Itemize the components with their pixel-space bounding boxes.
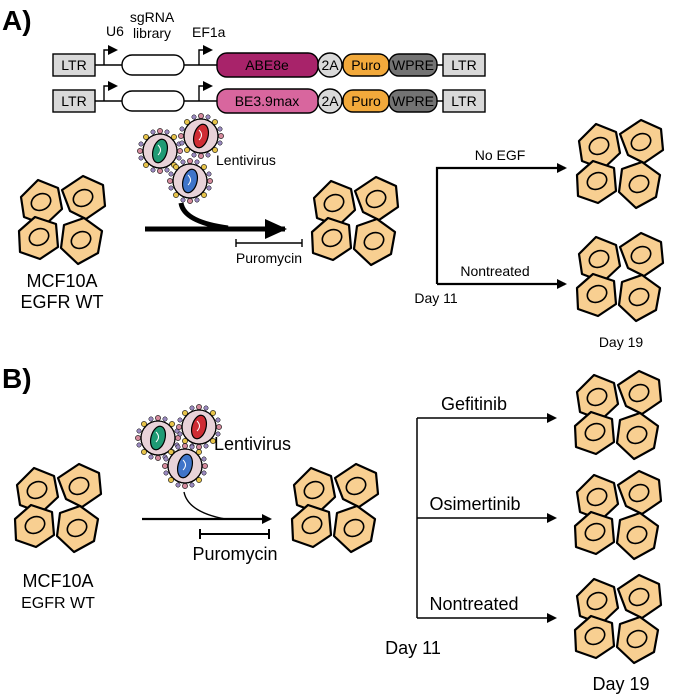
ltr-right-box — [442, 53, 486, 77]
ef1a-promoter-arrow-2 — [198, 81, 213, 101]
panel-b: B) Lentivirus MCF10A EGFR WT Puromycin G… — [2, 363, 663, 694]
construct1: LTR ABE8e 2A Puro WPRE LTR — [52, 52, 486, 78]
ltr-right-label: LTR — [451, 57, 476, 73]
cell-line-label-b-2: EGFR WT — [21, 595, 95, 612]
sgrna-cassette — [121, 54, 185, 76]
t2a-label-2: 2A — [321, 93, 339, 109]
construct2: LTR BE3.9max 2A Puro WPRE LTR — [52, 88, 486, 114]
sgrna-cassette-2 — [121, 90, 185, 112]
wpre-label: WPRE — [392, 57, 434, 73]
abe8e-label: ABE8e — [245, 57, 289, 73]
cell-cluster-end-gefitinib — [573, 369, 663, 461]
wpre-box-2 — [388, 89, 438, 113]
panel-a-label: A) — [2, 5, 32, 36]
branch-label-no-egf: No EGF — [475, 147, 526, 163]
branch-arrow-no-egf — [435, 163, 567, 284]
wpre-box — [388, 53, 438, 77]
day-end-label-b: Day 19 — [592, 674, 649, 694]
t2a-label: 2A — [321, 57, 339, 73]
cell-cluster-end-nontreated-a — [575, 231, 665, 323]
u6-promoter-arrow — [103, 45, 118, 65]
branch-label-nontreated-a: Nontreated — [460, 263, 529, 279]
t2a-circle-2 — [317, 88, 343, 114]
cell-cluster-end-osimertinib — [573, 469, 663, 561]
ltr-right-box-2 — [442, 89, 486, 113]
ltr-left-label-2: LTR — [61, 93, 86, 109]
puromycin-label-b: Puromycin — [192, 544, 277, 564]
ef1a-promoter-arrow — [198, 45, 213, 65]
cell-cluster-end-no-egf — [575, 118, 665, 210]
ltr-left-box-2 — [52, 89, 96, 113]
sgrna-label-line2: library — [133, 25, 171, 41]
day-end-label-a: Day 19 — [599, 334, 644, 350]
panel-a: A) U6 sgRNA library EF1a LTR ABE8e 2A Pu… — [2, 5, 665, 350]
day-start-label-b: Day 11 — [385, 638, 441, 658]
ltr-left-label: LTR — [61, 57, 86, 73]
lentivirus-particle-blue — [167, 158, 212, 203]
cell-line-label-a-1: MCF10A — [26, 271, 97, 291]
t2a-circle — [317, 52, 343, 78]
branch-label-osimertinib: Osimertinib — [429, 494, 520, 514]
cell-cluster-end-nontreated-b — [573, 573, 663, 665]
puro-label: Puro — [351, 57, 381, 73]
puromycin-label-a: Puromycin — [236, 250, 302, 266]
branch-label-nontreated-b: Nontreated — [429, 594, 518, 614]
virus-merge-curve-a — [178, 202, 229, 231]
branch-label-gefitinib: Gefitinib — [441, 394, 507, 414]
ltr-left-box — [52, 53, 96, 77]
virus-merge-curve-b — [183, 491, 226, 520]
u6-promoter-arrow-2 — [103, 81, 118, 101]
ef1a-promoter-label: EF1a — [192, 24, 226, 40]
cell-cluster-selected-a — [310, 175, 400, 267]
puro-label-2: Puro — [351, 93, 381, 109]
day-start-label-a: Day 11 — [414, 290, 458, 306]
panel-b-label: B) — [2, 363, 32, 394]
cell-cluster-start-a — [17, 174, 107, 266]
lentivirus-label-a: Lentivirus — [216, 152, 276, 168]
u6-promoter-label: U6 — [106, 23, 124, 39]
cell-cluster-selected-b — [290, 462, 380, 554]
sgrna-label-line1: sgRNA — [130, 9, 175, 25]
cell-line-label-a-2: EGFR WT — [21, 292, 104, 312]
wpre-label-2: WPRE — [392, 93, 434, 109]
lentivirus-particle-blue-b — [162, 443, 207, 488]
ltr-right-label-2: LTR — [451, 93, 476, 109]
lentivirus-label-b: Lentivirus — [214, 434, 291, 454]
cell-cluster-start-b — [13, 462, 103, 554]
be39max-label: BE3.9max — [235, 93, 300, 109]
cell-line-label-b-1: MCF10A — [22, 571, 93, 591]
